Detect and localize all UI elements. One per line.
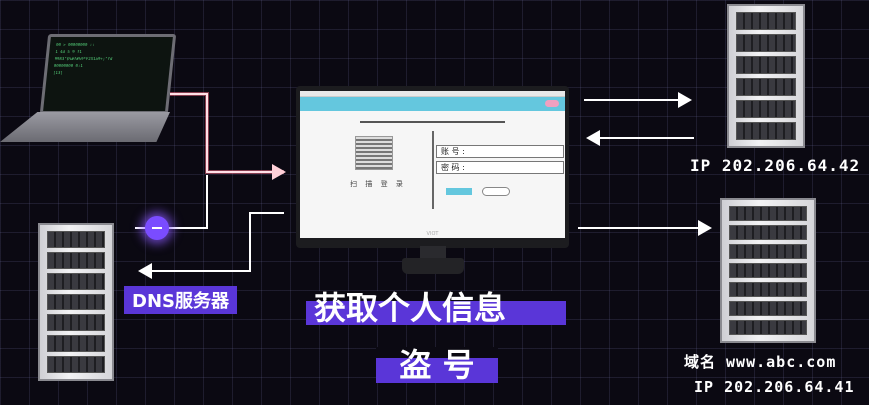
monitor-stand-neck (420, 246, 446, 260)
dns-node-icon (145, 216, 169, 240)
register-button[interactable] (482, 187, 510, 196)
code-line: 00000000 0:1 (53, 63, 84, 68)
hacker-laptop-screen: 00 > 00000000 :: 1 4d 5 9 f1 9983"$%#f#%… (39, 34, 177, 114)
dns-server-label: DNS服务器 (124, 286, 237, 314)
monitor-stand-base (402, 258, 464, 274)
server-bottom-domain: 域名 www.abc.com (684, 353, 837, 371)
code-line: 9983"$%#f#%9*F2X1a9+;"fd (54, 56, 113, 61)
site-header (300, 97, 565, 111)
dns-server-rack (38, 223, 114, 381)
scan-login-label: 扫 描 登 录 (350, 180, 406, 188)
code-line: 00 > 00000000 :: (55, 42, 95, 47)
caption-main: 获取个人信息 (306, 291, 566, 325)
attack-wire (170, 92, 284, 174)
code-line: [13] (52, 70, 64, 75)
victim-monitor: 扫 描 登 录 账 号 : 密 码 : VIOT (296, 86, 569, 248)
monitor-brand: VIOT (426, 231, 439, 237)
server-top-ip: IP 202.206.64.42 (690, 156, 861, 175)
server-top-rack (727, 4, 805, 148)
login-button[interactable] (446, 188, 472, 195)
caption-sub: 盗 号 (376, 347, 498, 383)
dns-query-wire (135, 175, 208, 229)
browser-bar (300, 91, 565, 97)
password-field[interactable]: 密 码 : (436, 161, 564, 174)
header-pill (545, 100, 559, 107)
login-page: 扫 描 登 录 账 号 : 密 码 : VIOT (300, 91, 565, 238)
qr-code (355, 136, 393, 170)
title-divider (360, 121, 505, 123)
server-bottom-rack (720, 198, 816, 343)
code-line: 1 4d 5 9 f1 (55, 49, 83, 54)
login-divider (432, 131, 434, 209)
account-field[interactable]: 账 号 : (436, 145, 564, 158)
server-bottom-ip: IP 202.206.64.41 (694, 378, 855, 396)
dns-response-wire (138, 212, 284, 279)
attack-wire-core (170, 93, 286, 180)
